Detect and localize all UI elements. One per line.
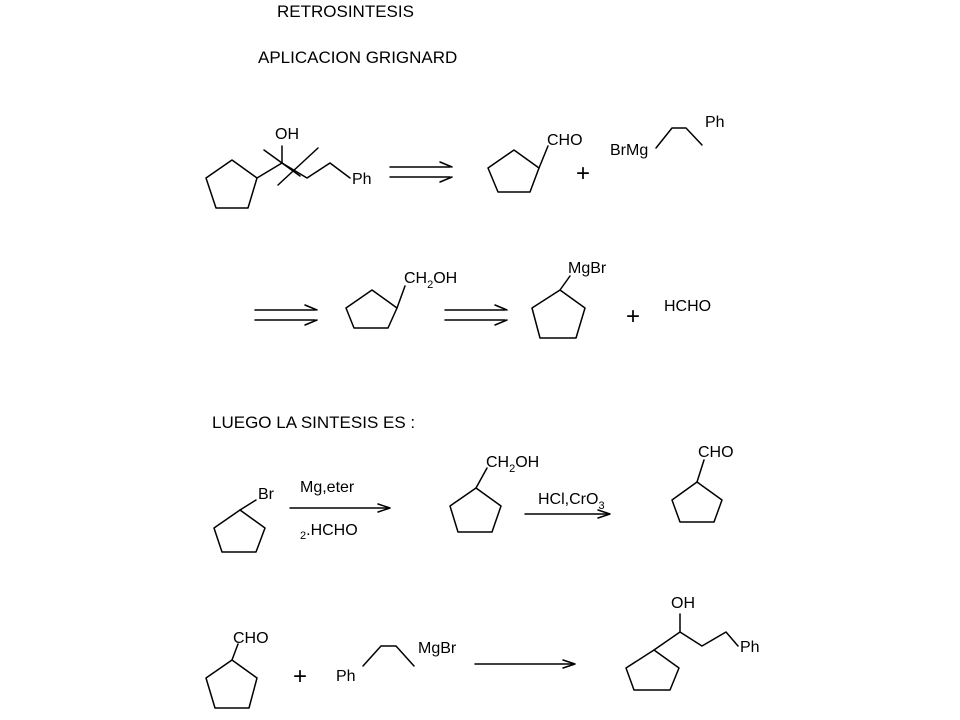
cyclopentane-ring — [345, 289, 398, 329]
page-title: RETROSINTESIS — [277, 2, 414, 21]
bond-mgbr — [559, 275, 571, 291]
hydroxyl-label: OH — [671, 595, 695, 612]
aldehyde-label: CHO — [233, 630, 269, 647]
reaction-arrow — [289, 503, 391, 513]
grignard-label: MgBr — [568, 260, 607, 277]
disconnection-mark — [263, 149, 301, 177]
cyclopentane-ring — [625, 649, 680, 691]
disconnection-mark — [277, 147, 319, 186]
retrosynthetic-arrow — [389, 161, 453, 183]
plus-sign: + — [293, 663, 307, 690]
retrosynthetic-arrow — [444, 304, 508, 326]
bond-cho — [696, 459, 705, 483]
reaction-arrow — [524, 509, 611, 519]
bromide-label: Br — [258, 486, 275, 503]
phenyl-label: Ph — [336, 668, 356, 685]
alcohol-label: CH2OH — [404, 270, 457, 291]
hydroxyl-label: OH — [275, 126, 299, 143]
cyclopentane-ring — [205, 159, 258, 209]
carbon-chain — [362, 645, 415, 667]
cyclopentane-ring — [213, 509, 266, 553]
grignard-label: MgBr — [418, 640, 457, 657]
bond-cho — [231, 643, 239, 661]
grignard-label: BrMg — [610, 142, 648, 159]
page-subtitle: APLICACION GRIGNARD — [258, 48, 457, 67]
reagent-label: 2.HCHO — [300, 522, 358, 542]
plus-sign: + — [576, 160, 590, 187]
bond-ch2oh — [475, 467, 488, 489]
retrosynthetic-arrow — [254, 304, 318, 326]
phenyl-label: Ph — [705, 114, 725, 131]
cyclopentane-ring — [449, 487, 502, 533]
carbon-chain — [653, 631, 739, 651]
phenyl-label: Ph — [352, 171, 372, 188]
cyclopentane-ring — [531, 289, 586, 339]
aldehyde-label: CHO — [547, 132, 583, 149]
cyclopentane-ring — [205, 659, 258, 709]
cyclopentane-ring — [671, 481, 723, 523]
oxidant-label: HCl,CrO3 — [538, 491, 605, 512]
cyclopentane-ring — [487, 149, 540, 193]
carbon-chain — [655, 127, 703, 149]
formaldehyde-label: HCHO — [664, 298, 711, 315]
reagent-label: Mg,eter — [300, 479, 355, 496]
synthesis-heading: LUEGO LA SINTESIS ES : — [212, 413, 415, 432]
plus-sign: + — [626, 303, 640, 330]
reaction-arrow — [474, 659, 576, 669]
alcohol-label: CH2OH — [486, 454, 539, 475]
bond-cho — [538, 145, 549, 169]
bond-ch2oh — [396, 285, 406, 309]
bond-br — [239, 499, 257, 511]
carbon-chain — [256, 162, 351, 179]
aldehyde-label: CHO — [698, 444, 734, 461]
phenyl-label: Ph — [740, 639, 760, 656]
